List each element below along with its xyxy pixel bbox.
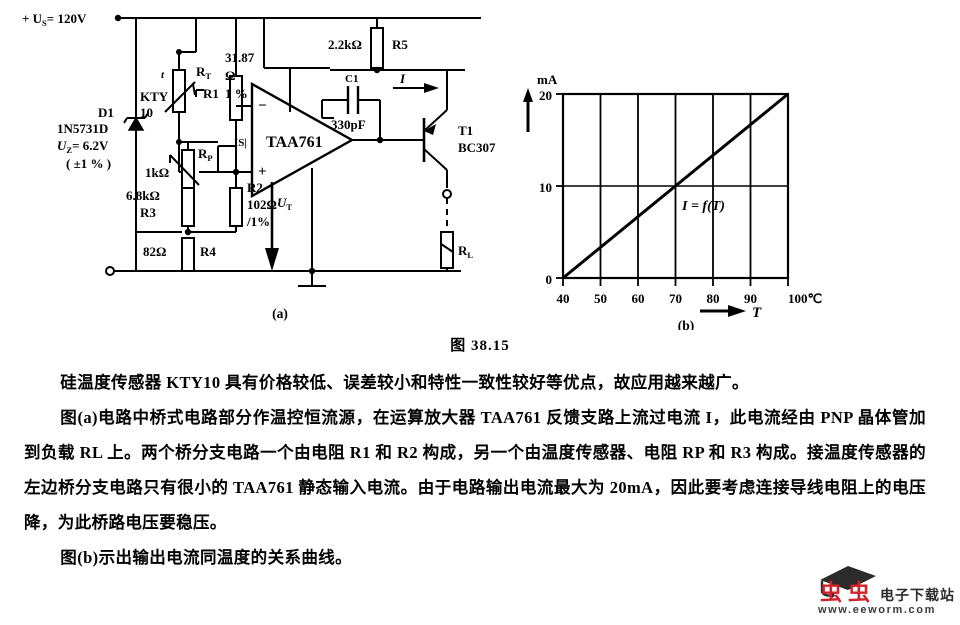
sub-label-a: (a) <box>272 306 288 321</box>
r2-value: 102Ω <box>247 197 277 212</box>
current-label: I <box>399 71 406 86</box>
x-axis-label: T <box>752 305 762 321</box>
watermark: 虫 虫 电子下载站 www.eeworm.com <box>812 566 955 621</box>
paragraph-1: 硅温度传感器 KTY10 具有价格较低、误差较小和特性一致性较好等优点，故应用越… <box>60 373 749 392</box>
diode-vz: UZ= 6.2V <box>57 138 109 155</box>
x-tick-50: 50 <box>594 291 607 306</box>
graduation-cap-icon <box>820 566 876 598</box>
diode-tolerance: ( ±1 % ) <box>66 156 111 171</box>
diode-ref: D1 <box>98 105 114 120</box>
load-ref: RL <box>458 243 473 260</box>
opamp-part: TAA761 <box>266 134 323 151</box>
data-series-line <box>562 92 789 280</box>
x-tick-40: 40 <box>557 291 570 306</box>
diode-part: 1N5731D <box>57 121 108 136</box>
watermark-url: www.eeworm.com <box>818 604 936 616</box>
load-resistor-symbol <box>440 189 454 271</box>
bug-glyph-1: 虫 <box>820 580 843 605</box>
thermistor-symbol <box>164 18 204 145</box>
x-tick-90: 90 <box>744 291 757 306</box>
capacitor-c1-symbol <box>321 86 384 144</box>
thermistor-part: KTY <box>140 89 169 104</box>
opamp-side-pin-label: IS| <box>234 137 247 149</box>
figure-area: + US= 120V D1 1N5731D UZ= 6.2V ( ±1 % ) … <box>22 11 822 330</box>
potentiometer-value: 1kΩ <box>145 165 169 180</box>
resistor-r3-symbol <box>181 187 195 232</box>
ut-arrow <box>265 182 279 271</box>
opamp-inverting-input: − <box>258 98 267 114</box>
thermistor-alias: R1 <box>203 86 219 101</box>
r4-value: 82Ω <box>143 244 166 259</box>
paragraph-3: 图(b)示出输出电流同温度的关系曲线。 <box>60 548 353 567</box>
transistor-t1-symbol <box>400 70 448 188</box>
zener-diode-symbol <box>123 112 149 131</box>
y-axis-unit: mA <box>537 72 558 87</box>
r2-tolerance: /1% <box>246 214 270 229</box>
r3-ref: R3 <box>140 205 156 220</box>
resistor-r2-symbol <box>184 187 243 236</box>
ut-label: UT <box>277 195 292 212</box>
paragraph-2: 图(a)电路中桥式电路部分作温控恒流源，在运算放大器 TAA761 反馈支路上流… <box>24 408 926 532</box>
r4-ref: R4 <box>200 244 216 259</box>
r3-value: 6.8kΩ <box>126 188 160 203</box>
bug-glyph-2: 虫 <box>848 580 871 605</box>
current-arrow-i <box>393 83 439 93</box>
potentiometer-ref: RP <box>198 146 213 163</box>
circuit-schematic-a: + US= 120V D1 1N5731D UZ= 6.2V ( ±1 % ) … <box>22 11 496 321</box>
y-tick-0: 0 <box>546 272 553 287</box>
x-tick-60: 60 <box>632 291 645 306</box>
body-text: 图 38.15 硅温度传感器 KTY10 具有价格较低、误差较小和特性一致性较好… <box>0 330 960 575</box>
curve-annotation: I = f(T) <box>681 199 725 214</box>
c1-value: 330pF <box>331 117 366 132</box>
x-tick-70: 70 <box>669 291 682 306</box>
r1-tolerance: 1 % <box>225 86 248 101</box>
thermistor-part-line2: 10 <box>140 105 153 120</box>
resistor-r4-symbol <box>181 237 195 272</box>
axis-ticks-x <box>562 278 789 286</box>
y-tick-20: 20 <box>539 88 552 103</box>
r1-unit: Ω <box>225 68 235 83</box>
y-axis-arrow <box>523 88 533 132</box>
watermark-site-name: 电子下载站 <box>880 589 955 604</box>
axis-ticks-y <box>556 93 563 279</box>
r2-ref: R2 <box>247 180 263 195</box>
y-tick-10: 10 <box>539 180 552 195</box>
x-tick-100-unit: 100℃ <box>788 291 822 306</box>
transistor-ref: T1 <box>458 123 473 138</box>
sub-label-b: (b) <box>678 318 695 330</box>
x-tick-80: 80 <box>707 291 720 306</box>
graph-b: mA 20 10 0 40 50 60 70 80 90 100℃ T I = … <box>523 72 822 330</box>
r5-value: 2.2kΩ <box>328 37 362 52</box>
r1-value: 31.87 <box>225 50 255 65</box>
figure-caption: 图 38.15 <box>450 338 510 354</box>
opamp-noninverting-input: + <box>258 164 267 180</box>
resistor-r5-symbol <box>330 18 465 74</box>
x-axis-arrow <box>700 305 746 317</box>
thermistor-temp-mark: t <box>161 69 165 81</box>
r5-ref: R5 <box>392 37 408 52</box>
c1-ref: C1 <box>345 73 358 85</box>
transistor-part: BC307 <box>458 140 496 155</box>
supply-label: + US= 120V <box>22 11 87 28</box>
opamp-symbol <box>210 18 424 287</box>
thermistor-ref: RT <box>196 64 211 81</box>
